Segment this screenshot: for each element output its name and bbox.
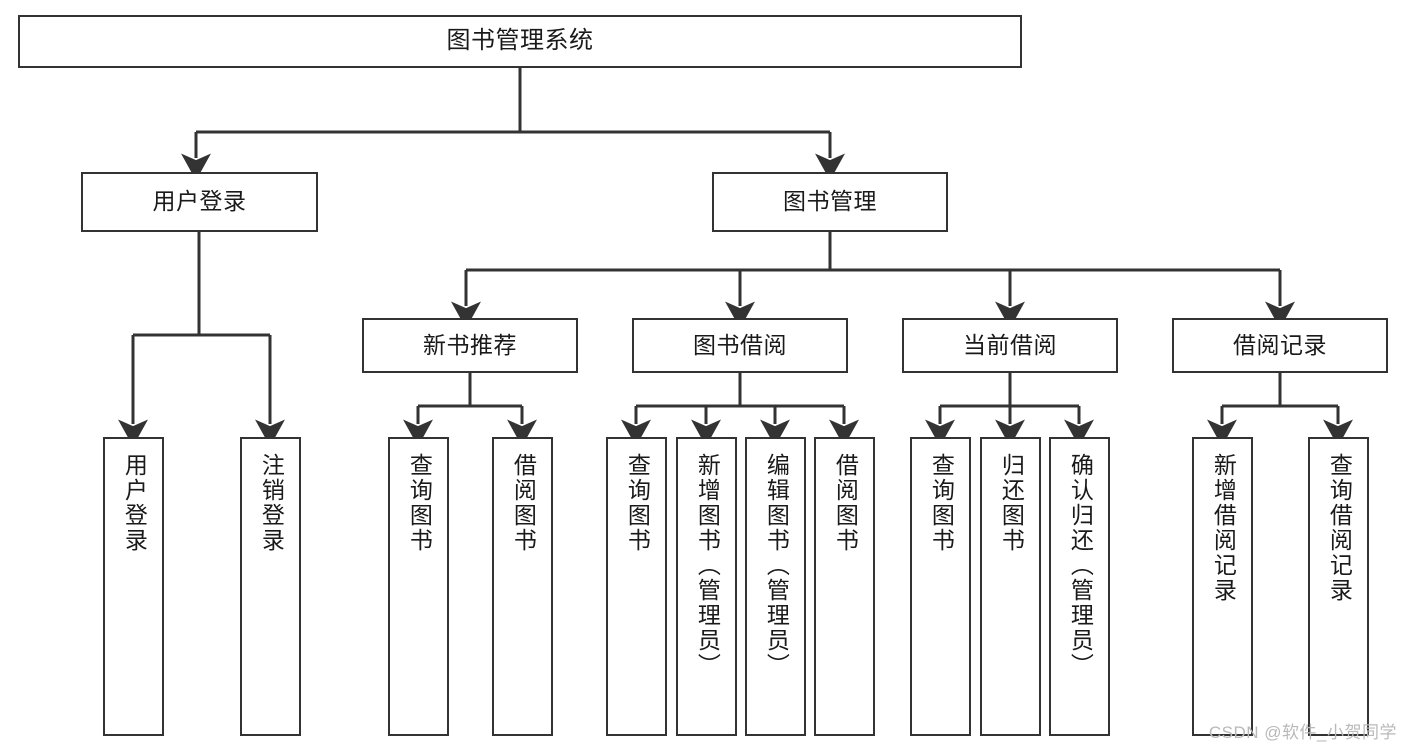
- node-label: 用户登录: [152, 188, 247, 215]
- leaf-record-add-record[interactable]: 新增借阅记录: [1192, 437, 1253, 736]
- node-label: 借阅图书: [832, 453, 859, 553]
- leaf-borrow-add-book-admin[interactable]: 新增图书（管理员）: [676, 437, 737, 736]
- leaf-current-confirm-return-admin[interactable]: 确认归还（管理员）: [1049, 437, 1110, 736]
- node-book-management[interactable]: 图书管理: [712, 172, 948, 232]
- leaf-borrow-borrow-book[interactable]: 借阅图书: [814, 437, 875, 736]
- node-borrow-record[interactable]: 借阅记录: [1172, 318, 1388, 373]
- node-label: 借阅图书: [510, 453, 537, 553]
- node-label: 当前借阅: [963, 331, 1057, 358]
- node-label: 新增图书（管理员）: [694, 453, 721, 678]
- leaf-record-query-record[interactable]: 查询借阅记录: [1308, 437, 1369, 736]
- leaf-current-query-book[interactable]: 查询图书: [910, 437, 971, 736]
- leaf-recommend-borrow-book[interactable]: 借阅图书: [492, 437, 553, 736]
- node-label: 用户登录: [121, 453, 148, 553]
- node-label: 查询图书: [624, 453, 651, 553]
- node-label: 查询图书: [406, 453, 433, 553]
- leaf-user-login[interactable]: 用户登录: [103, 437, 164, 736]
- leaf-user-logout[interactable]: 注销登录: [240, 437, 301, 736]
- csdn-watermark: CSDN @软件_小贺同学: [1208, 723, 1397, 742]
- node-label: 图书管理: [783, 188, 877, 215]
- node-label: 图书借阅: [693, 331, 787, 358]
- leaf-recommend-query-book[interactable]: 查询图书: [388, 437, 449, 736]
- node-current-borrow[interactable]: 当前借阅: [902, 318, 1118, 373]
- node-new-book-recommend[interactable]: 新书推荐: [362, 318, 578, 373]
- node-label: 归还图书: [998, 453, 1025, 553]
- node-label: 借阅记录: [1233, 331, 1327, 358]
- node-label: 新增借阅记录: [1210, 453, 1237, 603]
- node-label: 新书推荐: [423, 331, 517, 358]
- leaf-borrow-edit-book-admin[interactable]: 编辑图书（管理员）: [745, 437, 806, 736]
- node-user-login[interactable]: 用户登录: [81, 172, 318, 232]
- node-label: 注销登录: [258, 453, 285, 553]
- leaf-current-return-book[interactable]: 归还图书: [980, 437, 1041, 736]
- node-label: 编辑图书（管理员）: [763, 453, 790, 678]
- node-book-borrow[interactable]: 图书借阅: [632, 318, 848, 373]
- node-root-system[interactable]: 图书管理系统: [18, 15, 1022, 68]
- node-label: 查询图书: [928, 453, 955, 553]
- leaf-borrow-query-book[interactable]: 查询图书: [606, 437, 667, 736]
- node-label: 查询借阅记录: [1326, 453, 1353, 603]
- node-label: 确认归还（管理员）: [1067, 453, 1094, 678]
- node-label: 图书管理系统: [446, 27, 594, 55]
